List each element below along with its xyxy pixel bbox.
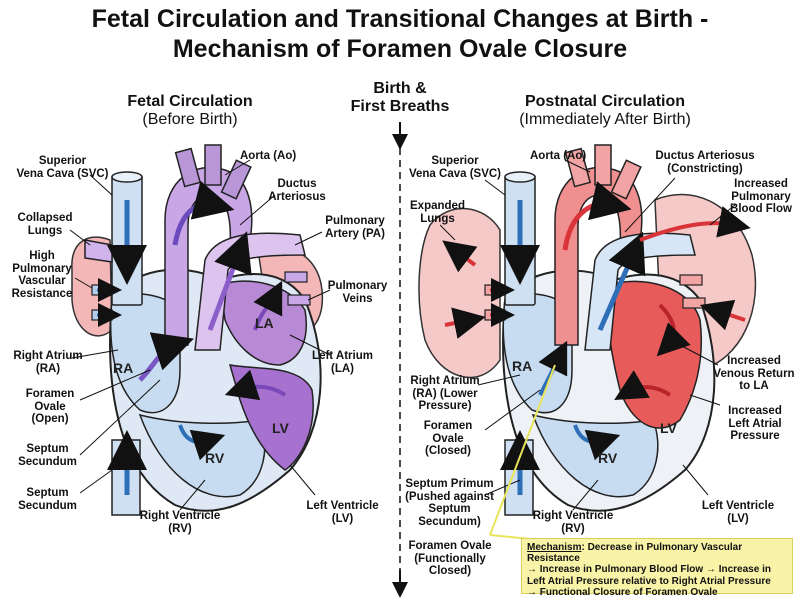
right-label-rv: Right Ventricle(RV) — [532, 510, 614, 535]
page-title-line1: Fetal Circulation and Transitional Chang… — [91, 5, 709, 33]
left-chamber-ra: RA — [113, 360, 134, 376]
center-line1: Birth & — [373, 80, 427, 97]
page-title-line2: Mechanism of Foramen Ovale Closure — [172, 35, 628, 63]
right-heading: Postnatal Circulation — [524, 93, 686, 110]
right-panel-heading: Postnatal Circulation (Immediately After… — [490, 93, 720, 129]
right-chamber-ra: RA — [512, 358, 533, 374]
left-label-aorta: Aorta (Ao) — [240, 150, 297, 162]
center-line2: First Breaths — [350, 98, 450, 115]
right-chamber-lv: LV — [660, 420, 677, 436]
left-chamber-lv: LV — [272, 420, 289, 436]
left-ra-chamber — [109, 293, 181, 414]
right-label-aorta: Aorta (Ao) — [530, 150, 587, 162]
mechanism-line3: Left Atrial Pressure relative to Right A… — [527, 575, 771, 587]
mechanism-line2: → Increase in Pulmonary Blood Flow → Inc… — [527, 564, 771, 576]
mechanism-box: Mechanism: Decrease in Pulmonary Vascula… — [521, 538, 793, 598]
center-heading: Birth & First Breaths — [340, 80, 460, 116]
right-chamber-rv: RV — [598, 450, 618, 466]
right-label-lv: Left Ventricle(LV) — [701, 500, 775, 525]
left-label-ra: Right Atrium(RA) — [13, 350, 83, 375]
callout-line-fo — [489, 364, 556, 536]
mechanism-line1: Mechanism: Decrease in Pulmonary Vascula… — [527, 542, 743, 565]
left-label-la: Left Atrium(LA) — [312, 350, 373, 375]
mechanism-line4: → Functional Closure of Foramen Ovale — [527, 586, 718, 598]
left-panel-heading: Fetal Circulation (Before Birth) — [90, 93, 290, 129]
right-subheading: (Immediately After Birth) — [519, 111, 691, 128]
left-chamber-la: LA — [255, 315, 274, 331]
left-heading: Fetal Circulation — [127, 93, 253, 110]
left-chamber-rv: RV — [205, 450, 225, 466]
left-subheading: (Before Birth) — [142, 111, 238, 128]
left-label-rv: Right Ventricle(RV) — [139, 510, 221, 535]
left-label-lv: Left Ventricle(LV) — [306, 500, 379, 525]
right-label-ductus: Ductus Arteriosus(Constricting) — [655, 150, 755, 175]
left-heart — [69, 144, 331, 516]
right-heart — [418, 144, 757, 541]
left-fo-flow-arrow — [138, 332, 194, 382]
mechanism-heading: Mechanism — [527, 542, 582, 553]
